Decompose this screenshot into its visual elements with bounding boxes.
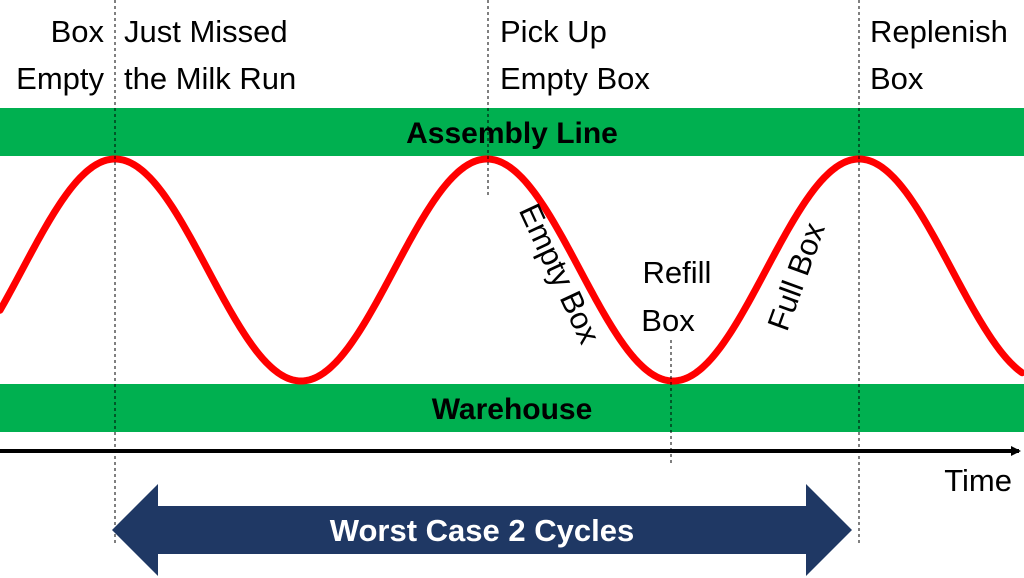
just-missed-label-line2: the Milk Run xyxy=(124,61,296,96)
replenish-label-line2: Box xyxy=(870,61,924,96)
time-axis-label: Time xyxy=(944,463,1012,498)
empty-box-label: Empty Box xyxy=(512,198,607,349)
material-flow-curve xyxy=(0,155,1024,385)
warehouse-label: Warehouse xyxy=(432,393,593,426)
refill-box-label-line2: Box xyxy=(641,303,695,338)
refill-box-label-line1: Refill xyxy=(643,255,712,290)
just-missed-label-line1: Just Missed xyxy=(124,14,288,49)
pick-up-label-line2: Empty Box xyxy=(500,61,650,96)
pick-up-label-line1: Pick Up xyxy=(500,14,607,49)
worst-case-arrow xyxy=(112,484,852,576)
warehouse-band xyxy=(0,384,1024,432)
replenish-label-line1: Replenish xyxy=(870,14,1008,49)
assembly-line-band xyxy=(0,108,1024,156)
box-empty-label-line2: Empty xyxy=(16,61,104,96)
full-box-label: Full Box xyxy=(761,217,832,335)
assembly-line-label: Assembly Line xyxy=(406,117,618,150)
worst-case-arrow-label: Worst Case 2 Cycles xyxy=(330,513,634,548)
box-empty-label-line1: Box xyxy=(51,14,105,49)
